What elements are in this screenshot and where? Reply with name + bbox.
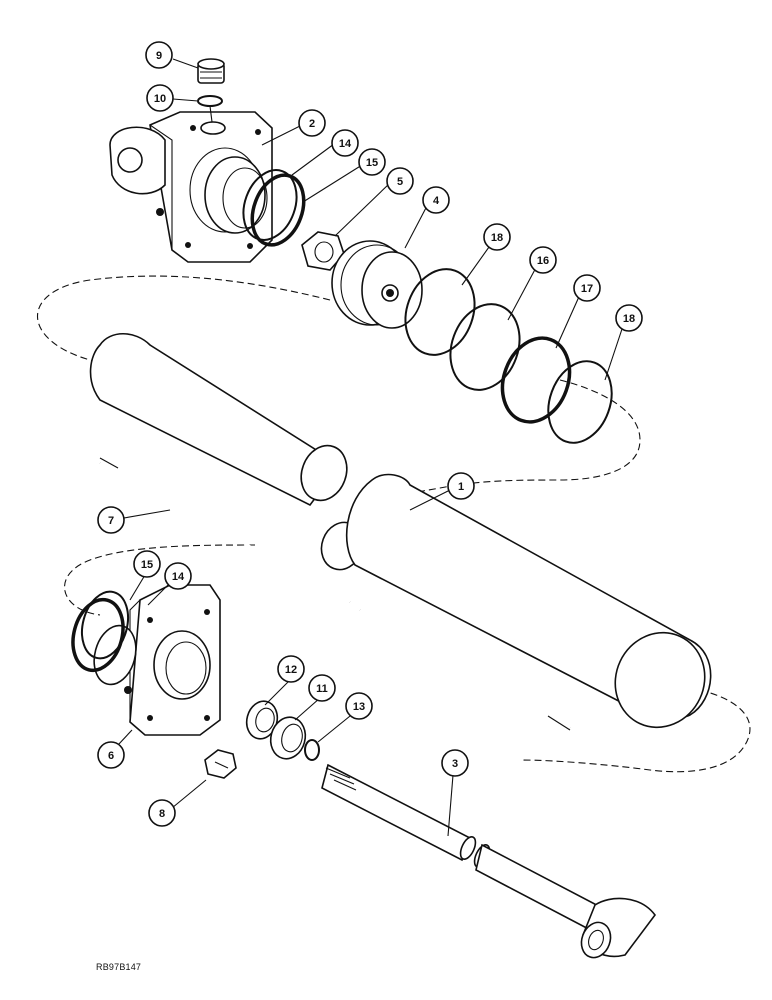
callout-12: 12: [277, 655, 305, 683]
callout-17: 17: [573, 274, 601, 302]
svg-text:3: 3: [452, 758, 458, 770]
callout-10: 10: [146, 84, 174, 112]
callout-13: 13: [345, 692, 373, 720]
fitting-9: [197, 58, 225, 84]
callout-15-bottom: 15: [133, 550, 161, 578]
svg-text:14: 14: [172, 571, 185, 583]
callout-8: 8: [148, 799, 176, 827]
backup-ring-15-bottom: [71, 597, 125, 673]
callout-1: 1: [447, 472, 475, 500]
callout-4: 4: [422, 186, 450, 214]
piston-rod-3: [321, 763, 657, 959]
svg-text:4: 4: [433, 195, 440, 207]
svg-text:8: 8: [159, 808, 165, 820]
assembly-path-lower: [64, 544, 751, 773]
svg-text:18: 18: [623, 313, 635, 325]
ring-18-b: [547, 360, 613, 444]
o-ring-10: [197, 95, 223, 107]
svg-text:10: 10: [154, 93, 166, 105]
callout-15-top: 15: [358, 148, 386, 176]
callout-14-top: 14: [331, 129, 359, 157]
svg-text:13: 13: [353, 701, 365, 713]
callout-9: 9: [145, 41, 173, 69]
seal-17: [500, 336, 572, 424]
svg-text:17: 17: [581, 283, 593, 295]
svg-text:15: 15: [366, 157, 378, 169]
bushing-11: [269, 716, 307, 760]
seal-14-bottom: [80, 590, 130, 660]
svg-text:2: 2: [309, 118, 315, 130]
callout-6: 6: [97, 741, 125, 769]
svg-text:7: 7: [108, 515, 114, 527]
callout-14-bottom: 14: [164, 562, 192, 590]
callout-3: 3: [441, 749, 469, 777]
nut-8: [204, 749, 237, 779]
svg-text:5: 5: [397, 176, 403, 188]
callout-18-b: 18: [615, 304, 643, 332]
barrel-1: [89, 333, 712, 729]
backup-ring-15-top: [250, 173, 306, 247]
drawing-reference-code: RB97B147: [96, 962, 142, 972]
butt-end-cap: [109, 111, 273, 263]
svg-text:15: 15: [141, 559, 153, 571]
rod-end-cap: [93, 584, 221, 736]
svg-text:1: 1: [458, 481, 464, 493]
callout-5: 5: [386, 167, 414, 195]
ring-18-a: [404, 268, 476, 356]
piston-4: [331, 240, 423, 329]
svg-text:11: 11: [316, 683, 328, 695]
callout-11: 11: [308, 674, 336, 702]
callout-2: 2: [298, 109, 326, 137]
o-ring-13: [304, 739, 320, 761]
tie-rod-7: [99, 457, 571, 731]
svg-text:12: 12: [285, 664, 297, 676]
seal-16: [449, 303, 521, 391]
svg-text:18: 18: [491, 232, 503, 244]
svg-text:14: 14: [339, 138, 352, 150]
callout-7: 7: [97, 506, 125, 534]
callout-18-a: 18: [483, 223, 511, 251]
svg-text:9: 9: [156, 50, 162, 62]
callout-16: 16: [529, 246, 557, 274]
svg-text:16: 16: [537, 255, 549, 267]
svg-text:6: 6: [108, 750, 114, 762]
